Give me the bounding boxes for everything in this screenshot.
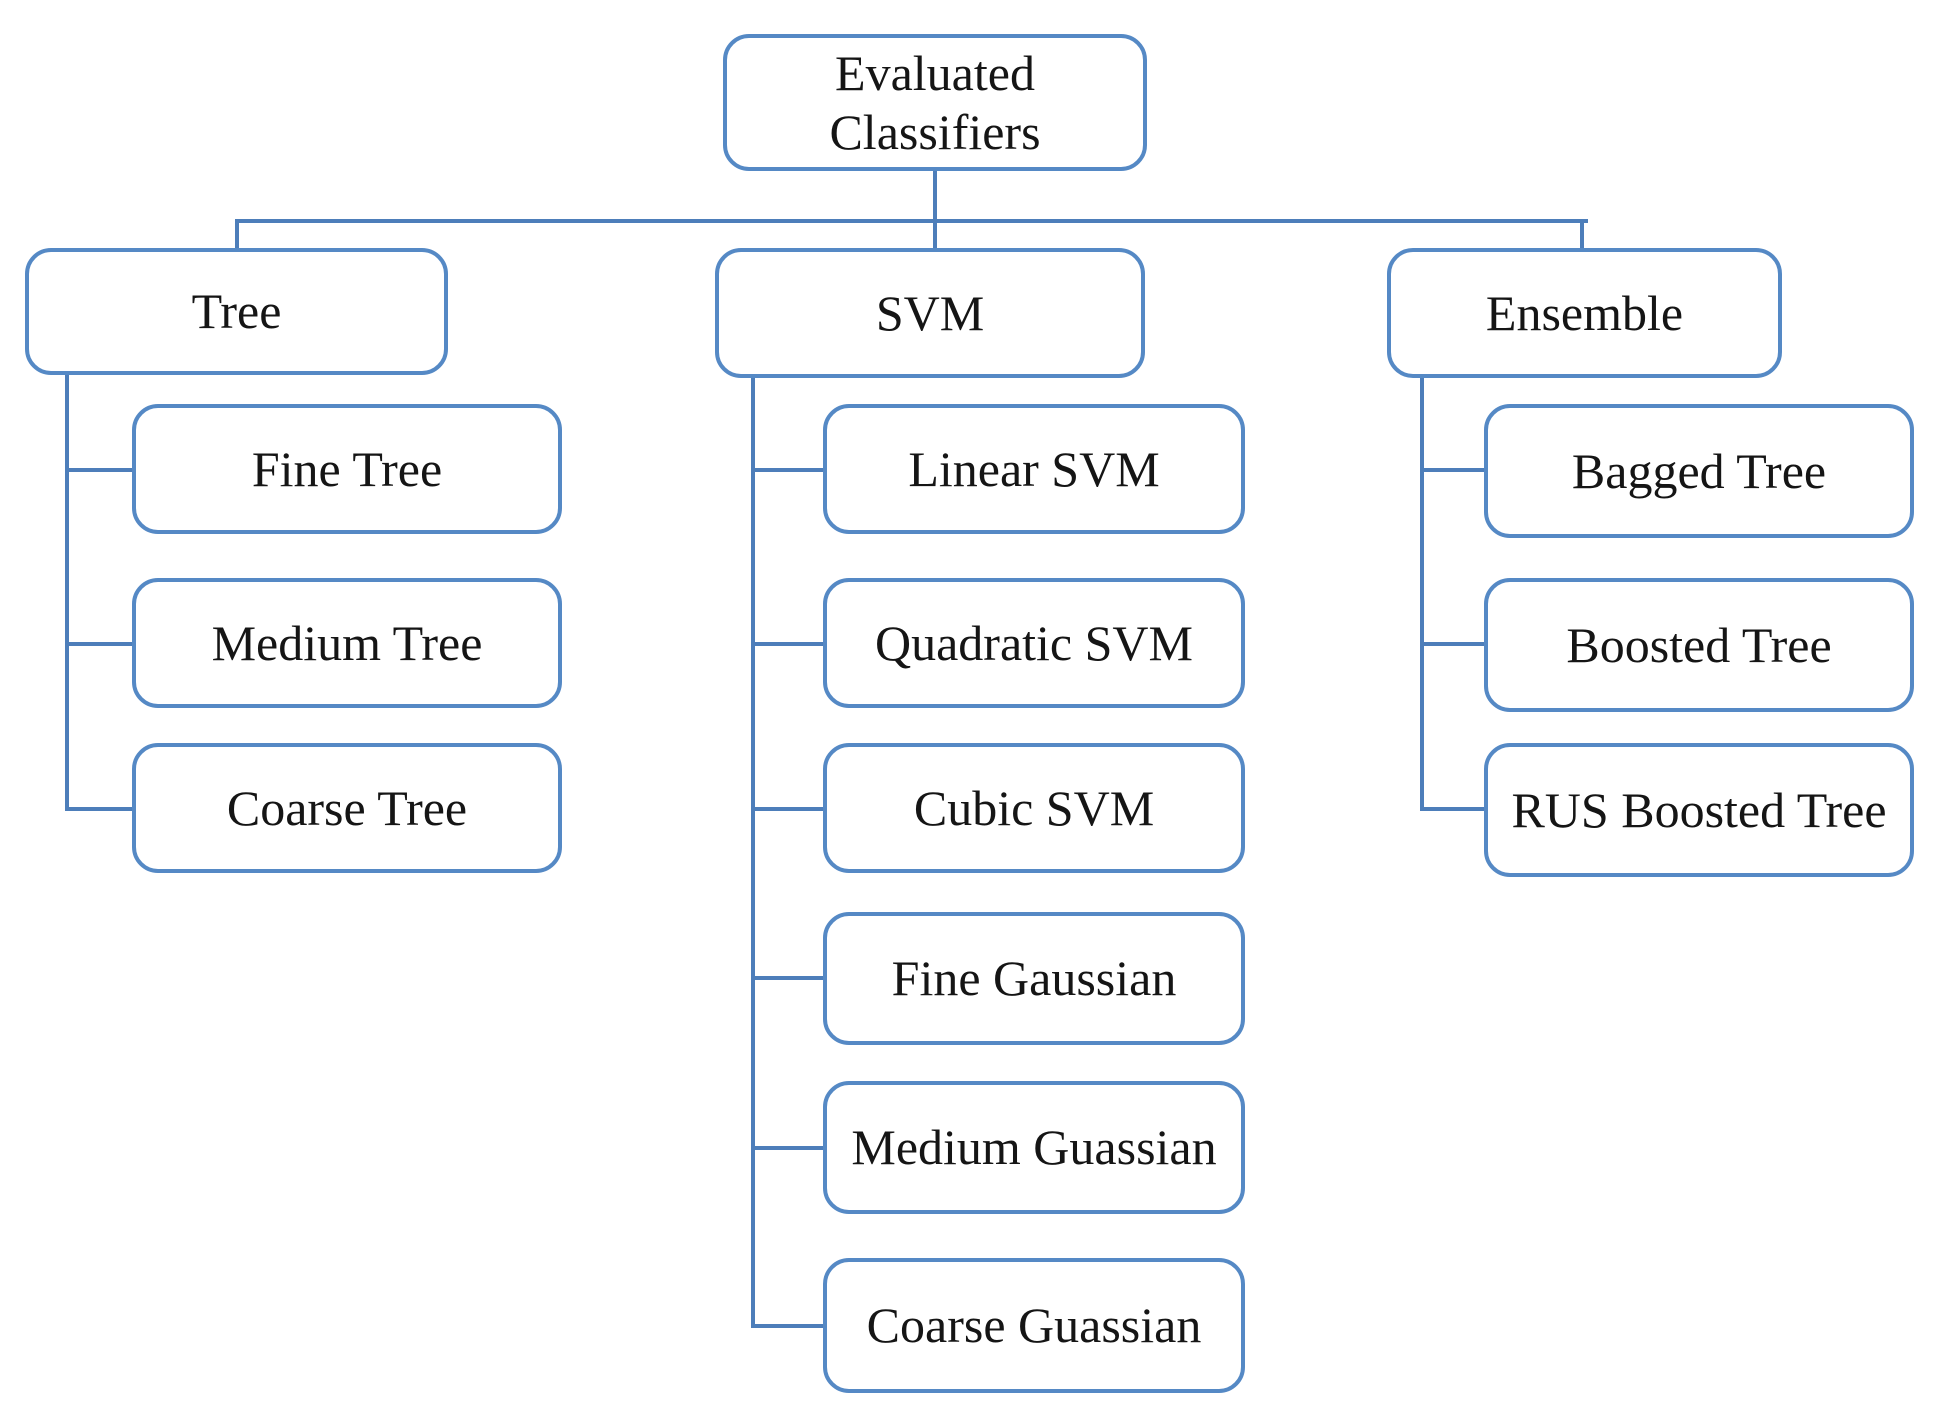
node-quadratic-svm-label: Quadratic SVM xyxy=(875,614,1193,671)
connector-tree-drop xyxy=(235,219,239,252)
node-medium-tree-label: Medium Tree xyxy=(211,614,483,671)
connector-ensemble-stub-3 xyxy=(1420,807,1484,811)
node-linear-svm: Linear SVM xyxy=(823,404,1245,534)
node-quadratic-svm: Quadratic SVM xyxy=(823,578,1245,708)
connector-ensemble-stub-1 xyxy=(1420,468,1484,472)
connector-tree-stub-2 xyxy=(65,642,132,646)
node-tree: Tree xyxy=(25,248,448,375)
connector-svm-stub-1 xyxy=(751,468,823,472)
node-tree-label: Tree xyxy=(191,283,282,339)
connector-svm-stub-5 xyxy=(751,1146,823,1150)
node-cubic-svm: Cubic SVM xyxy=(823,743,1245,873)
connector-bus xyxy=(235,219,1588,223)
node-svm: SVM xyxy=(715,248,1145,378)
connector-svm-stub-3 xyxy=(751,807,823,811)
connector-tree-stub-1 xyxy=(65,468,132,472)
connector-tree-trunk xyxy=(65,372,69,811)
node-coarse-guassian-label: Coarse Guassian xyxy=(866,1297,1202,1353)
connector-svm-stub-4 xyxy=(751,976,823,980)
node-ensemble-label: Ensemble xyxy=(1485,284,1684,341)
node-boosted-tree-label: Boosted Tree xyxy=(1566,616,1832,673)
node-linear-svm-label: Linear SVM xyxy=(908,440,1160,497)
connector-ensemble-trunk xyxy=(1420,374,1424,811)
connector-tree-stub-3 xyxy=(65,807,132,811)
node-rus-boosted-tree-label: RUS Boosted Tree xyxy=(1511,781,1887,838)
node-bagged-tree-label: Bagged Tree xyxy=(1571,442,1827,499)
node-fine-gaussian-label: Fine Gaussian xyxy=(891,950,1177,1006)
node-medium-guassian-label: Medium Guassian xyxy=(851,1119,1217,1175)
node-cubic-svm-label: Cubic SVM xyxy=(913,779,1155,836)
node-medium-guassian: Medium Guassian xyxy=(823,1081,1245,1214)
node-fine-tree: Fine Tree xyxy=(132,404,562,534)
node-svm-label: SVM xyxy=(875,284,985,341)
connector-root-drop xyxy=(933,168,937,252)
node-fine-gaussian: Fine Gaussian xyxy=(823,912,1245,1045)
connector-ensemble-drop xyxy=(1580,219,1584,252)
node-evaluated-classifiers-label: Evaluated Classifiers xyxy=(829,44,1041,160)
node-boosted-tree: Boosted Tree xyxy=(1484,578,1914,712)
node-evaluated-classifiers: Evaluated Classifiers xyxy=(723,34,1147,171)
node-medium-tree: Medium Tree xyxy=(132,578,562,708)
node-coarse-guassian: Coarse Guassian xyxy=(823,1258,1245,1393)
connector-svm-stub-6 xyxy=(751,1324,823,1328)
connector-svm-stub-2 xyxy=(751,642,823,646)
node-bagged-tree: Bagged Tree xyxy=(1484,404,1914,538)
node-ensemble: Ensemble xyxy=(1387,248,1782,378)
node-fine-tree-label: Fine Tree xyxy=(251,440,443,497)
connector-svm-trunk xyxy=(751,374,755,1328)
node-rus-boosted-tree: RUS Boosted Tree xyxy=(1484,743,1914,877)
node-coarse-tree: Coarse Tree xyxy=(132,743,562,873)
node-coarse-tree-label: Coarse Tree xyxy=(226,779,468,836)
connector-ensemble-stub-2 xyxy=(1420,642,1484,646)
